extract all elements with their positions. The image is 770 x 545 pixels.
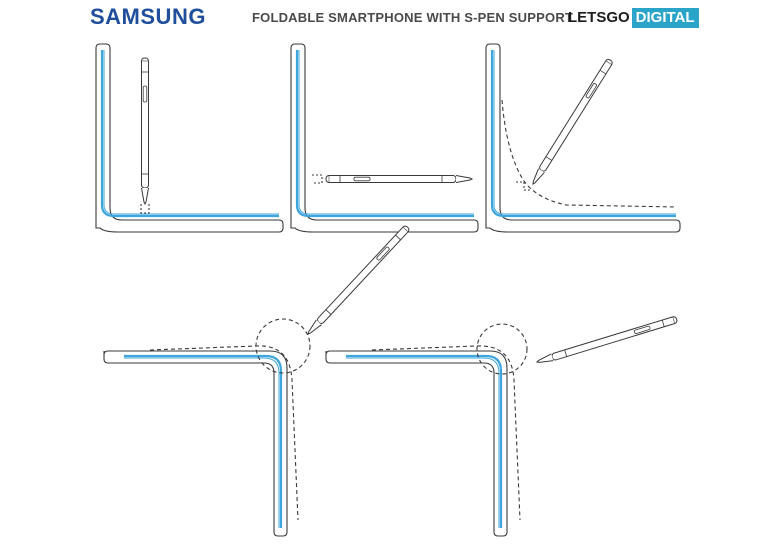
- fig-2: [290, 43, 479, 233]
- site-logo-text: LETSGO: [568, 9, 630, 26]
- site-logo-badge: DIGITAL: [631, 8, 699, 28]
- fig-3: [485, 43, 681, 233]
- fig-4: [103, 224, 411, 537]
- fig-5: [325, 315, 679, 537]
- page-title: FOLDABLE SMARTPHONE WITH S-PEN SUPPORT: [252, 10, 574, 25]
- header: SAMSUNG FOLDABLE SMARTPHONE WITH S-PEN S…: [0, 0, 770, 34]
- site-logo: LETSGO DIGITAL: [568, 8, 699, 28]
- fig-1: [95, 43, 284, 233]
- brand-logo: SAMSUNG: [90, 4, 206, 29]
